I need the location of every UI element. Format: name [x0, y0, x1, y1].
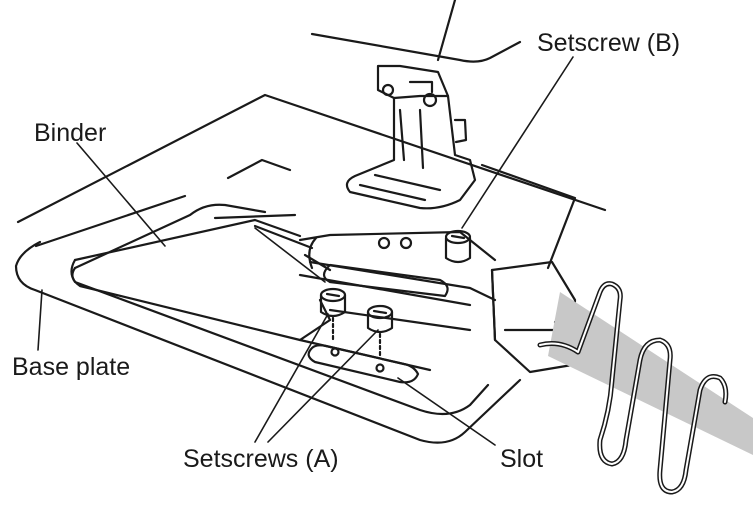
- slot: [298, 338, 432, 384]
- label-binder: Binder: [34, 119, 107, 147]
- leader-lines: [37, 56, 574, 446]
- setscrews-a: [319, 287, 394, 360]
- binder-body: [71, 203, 497, 342]
- label-setscrews-a: Setscrews (A): [183, 445, 339, 473]
- machine-bed: [16, 0, 607, 270]
- base-plate: [14, 194, 522, 444]
- label-base-plate: Base plate: [12, 353, 131, 381]
- presser-foot-icon: [345, 64, 477, 210]
- label-slot: Slot: [500, 445, 544, 473]
- label-setscrew-b: Setscrew (B): [537, 29, 681, 57]
- setscrew-b: [444, 229, 472, 264]
- bias-tape-icon: [537, 281, 753, 495]
